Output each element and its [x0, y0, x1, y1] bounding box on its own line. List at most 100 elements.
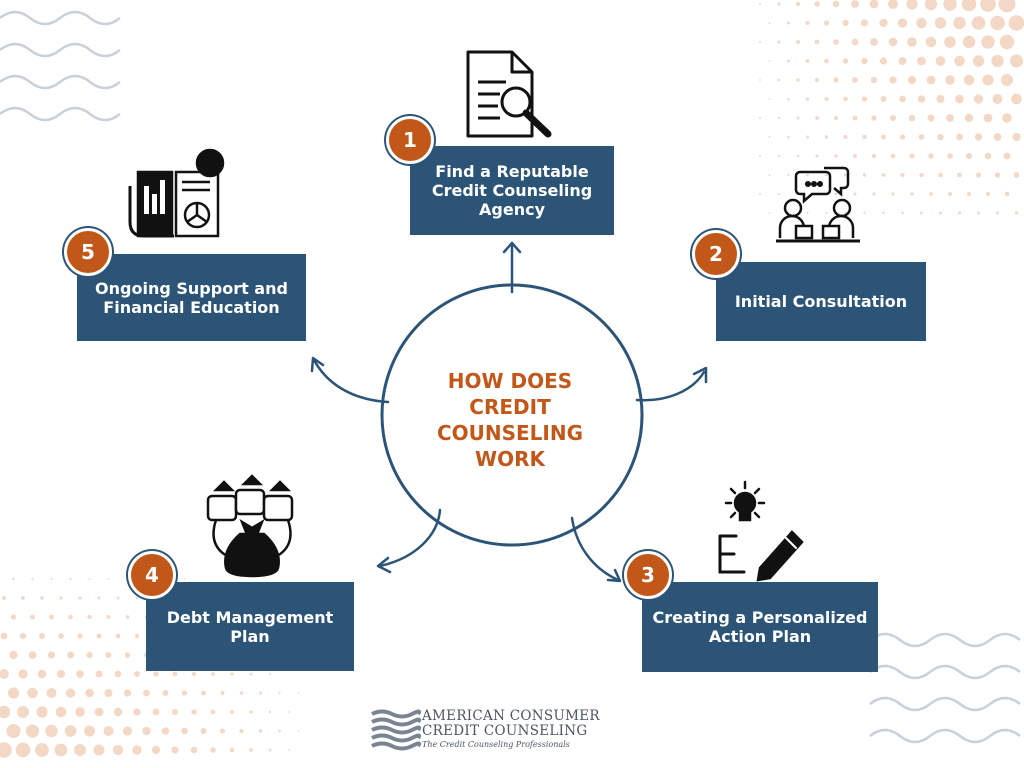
decor-dot — [230, 710, 234, 714]
decor-dot — [1002, 113, 1012, 123]
decor-dot — [937, 133, 944, 141]
step-3-box: Creating a Personalized Action Plan — [642, 582, 878, 672]
decor-dot — [105, 652, 112, 658]
wave-pattern-bottom-right — [869, 632, 1021, 744]
decor-dot — [796, 78, 800, 82]
decor-dot — [1008, 15, 1024, 31]
step-2-number: 2 — [709, 242, 723, 266]
decor-dot — [134, 633, 140, 639]
decor-dot — [97, 596, 101, 600]
decor-dot — [787, 97, 790, 101]
decor-dot — [871, 153, 877, 159]
decor-dot — [814, 77, 820, 83]
decor-dot — [956, 133, 963, 141]
decor-dot — [994, 172, 1001, 178]
logo-line-2: CREDIT COUNSELING — [422, 723, 588, 739]
decor-dot — [928, 153, 934, 159]
decor-dot — [0, 705, 11, 719]
decor-dot — [777, 116, 781, 120]
decor-dot — [929, 192, 933, 196]
decor-dot — [21, 596, 25, 600]
decor-dot — [200, 728, 207, 734]
decor-dot — [966, 191, 972, 197]
decor-dot — [114, 670, 122, 678]
decor-dot — [796, 40, 800, 44]
decor-dot — [249, 710, 253, 714]
decor-dot — [35, 743, 49, 757]
idea-pencil-icon — [718, 480, 804, 582]
decor-dot — [863, 211, 866, 215]
decor-dot — [995, 211, 1000, 215]
decor-dot — [985, 191, 991, 197]
decor-dot — [278, 729, 281, 733]
decor-dot — [1004, 191, 1010, 197]
decor-dot — [124, 652, 131, 658]
arrow-to-step-4 — [376, 508, 442, 574]
decor-dot — [151, 745, 161, 755]
decor-dot — [88, 577, 91, 581]
decor-dot — [924, 0, 938, 11]
decor-dot — [917, 56, 926, 66]
decor-dot — [191, 671, 197, 677]
decor-dot — [934, 17, 947, 29]
decor-dot — [787, 135, 790, 139]
decor-dot — [879, 57, 888, 65]
step-1-label: Find a Reputable Credit Counseling Agenc… — [431, 162, 593, 219]
consultation-icon — [776, 166, 860, 243]
decor-dot — [768, 212, 771, 214]
step-4-number: 4 — [145, 563, 159, 587]
decor-dot — [974, 133, 983, 141]
decor-dot — [46, 688, 57, 698]
decor-dot — [786, 21, 791, 25]
step-5-number: 5 — [81, 240, 95, 264]
decor-dot — [796, 154, 800, 158]
decor-dot — [871, 115, 877, 121]
decor-dot — [999, 34, 1015, 50]
decor-dot — [15, 742, 31, 758]
decor-dot — [872, 192, 876, 196]
decor-dot — [823, 20, 830, 26]
decor-dot — [897, 18, 908, 28]
decor-dot — [961, 0, 977, 12]
decor-dot — [833, 39, 839, 45]
decor-dot — [796, 116, 800, 120]
step-1-box: Find a Reputable Credit Counseling Agenc… — [410, 146, 614, 235]
decor-dot — [927, 114, 935, 122]
decor-dot — [944, 36, 956, 48]
decor-dot — [87, 614, 92, 620]
decor-dot — [852, 77, 858, 83]
decor-dot — [980, 0, 996, 12]
decor-dot — [953, 16, 966, 30]
decor-dot — [181, 690, 188, 696]
decor-dot — [990, 15, 1005, 31]
step-2-badge: 2 — [692, 230, 740, 278]
decor-dot — [965, 152, 973, 160]
decor-dot — [0, 742, 12, 758]
decor-dot — [768, 174, 771, 176]
decor-dot — [54, 743, 68, 757]
decor-dot — [972, 55, 985, 67]
decor-dot — [898, 57, 907, 65]
decor-dot — [77, 633, 83, 639]
decor-dot — [981, 35, 995, 49]
decor-dot — [210, 709, 216, 715]
decor-dot — [230, 672, 234, 676]
decor-dot — [889, 76, 897, 84]
decor-dot — [113, 707, 123, 717]
decor-dot — [190, 746, 198, 754]
decor-dot — [880, 96, 887, 102]
decor-dot — [795, 1, 801, 7]
decor-dot — [881, 173, 886, 177]
decor-dot — [0, 632, 8, 640]
decor-dot — [75, 707, 85, 717]
step-5-badge: 5 — [64, 228, 112, 276]
decor-dot — [59, 596, 63, 600]
decor-dot — [1012, 132, 1021, 142]
step-1-number: 1 — [403, 128, 417, 152]
step-3-badge: 3 — [624, 551, 672, 599]
decor-dot — [993, 133, 1002, 141]
decor-dot — [869, 0, 879, 9]
decor-dot — [6, 723, 21, 739]
decor-dot — [1014, 211, 1019, 215]
decor-dot — [17, 706, 29, 718]
